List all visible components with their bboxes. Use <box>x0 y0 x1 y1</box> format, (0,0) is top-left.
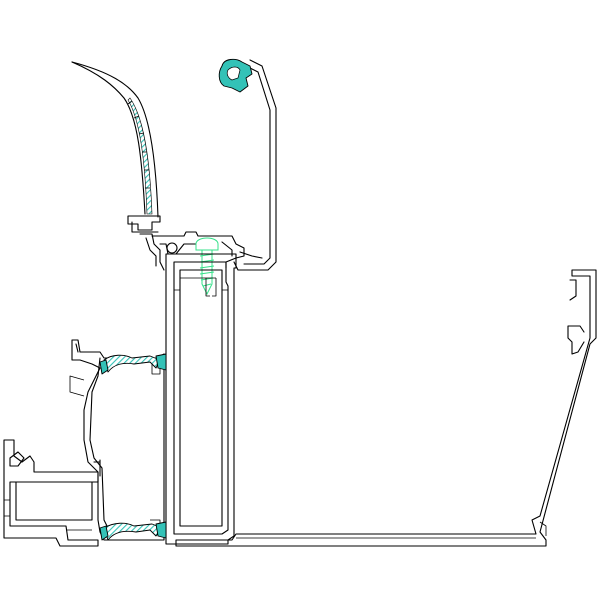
cover-insulation-hatch <box>127 97 153 215</box>
thermal-break-strip-upper <box>99 353 167 375</box>
window-frame-profile <box>3 339 165 547</box>
curved-cover-profile <box>71 61 165 271</box>
thermal-break-strip-lower <box>99 521 167 541</box>
gutter-profile <box>175 269 597 547</box>
mounting-screw <box>195 237 219 296</box>
vertical-mullion-profile <box>165 253 237 545</box>
rubber-gasket <box>218 58 253 93</box>
